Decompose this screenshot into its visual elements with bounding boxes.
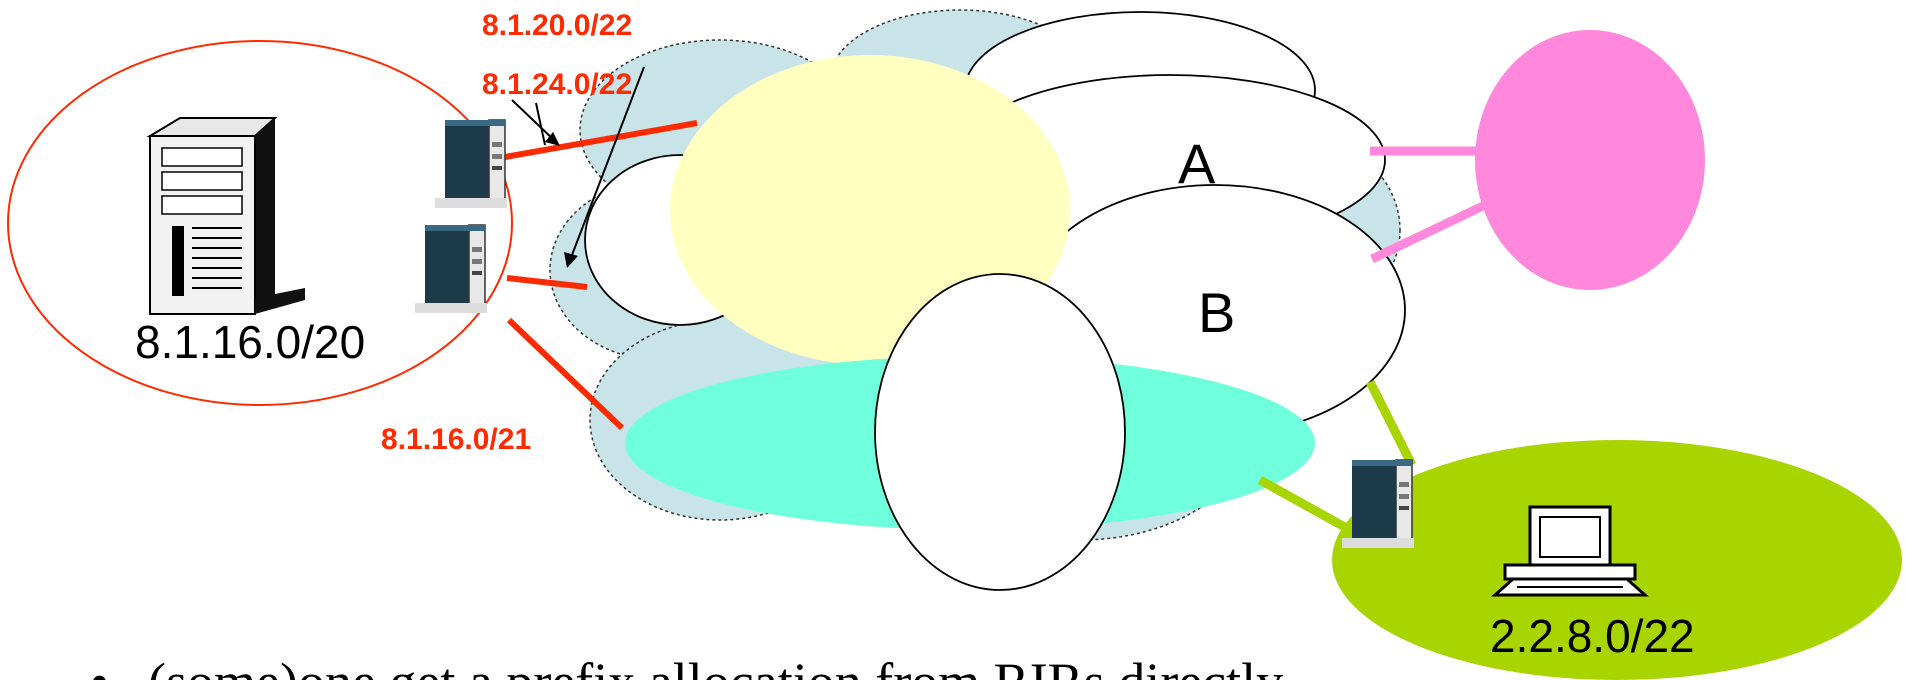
prefix-label-left: 8.1.16.0/21 — [381, 423, 531, 456]
arrow-line-1 — [535, 102, 546, 146]
desktop-computer-icon — [1491, 505, 1649, 597]
arrow-line-2 — [571, 66, 645, 256]
server-tower-icon — [146, 117, 305, 315]
lime-link-b — [1365, 379, 1417, 468]
arrow-line-1b — [511, 99, 557, 143]
lime-customer-network — [1332, 440, 1902, 680]
prefix-label-top2: 8.1.24.0/22 — [482, 68, 632, 101]
arrowhead-1 — [545, 132, 560, 146]
arrowhead-2 — [564, 252, 578, 268]
pink-customer-network — [1475, 30, 1705, 290]
red-link-2 — [506, 275, 588, 290]
red-link-3 — [506, 317, 625, 431]
customer-prefix-label: 2.2.8.0/22 — [1490, 610, 1695, 662]
white-cloud-front — [874, 273, 1126, 591]
site-prefix-label: 8.1.16.0/20 — [135, 316, 365, 368]
lime-link-teal — [1257, 476, 1353, 534]
pink-link-b — [1370, 200, 1487, 264]
as-b-label: B — [1198, 281, 1235, 344]
router-icon-customer — [1341, 459, 1415, 549]
prefix-label-top1: 8.1.20.0/22 — [482, 9, 632, 42]
site-network — [7, 40, 513, 406]
bullet-marker: • — [90, 652, 109, 680]
bullet-text: (some)one get a prefix allocation from R… — [148, 652, 1283, 680]
as-a-label: A — [1178, 132, 1216, 195]
router-icon-middle — [414, 224, 488, 314]
router-icon-top — [434, 119, 508, 209]
red-link-1 — [504, 120, 698, 160]
